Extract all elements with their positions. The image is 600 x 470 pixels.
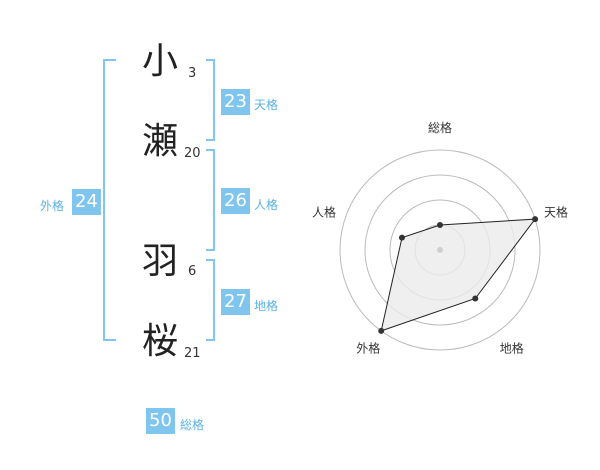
stroke-count-2: 20 <box>184 146 201 161</box>
radar-area <box>380 218 537 332</box>
radar-axis-label: 地格 <box>500 341 524 356</box>
chikaku-label: 地格 <box>254 299 279 313</box>
soukaku-label: 総格 <box>180 418 205 432</box>
radar-point <box>437 222 443 228</box>
tenkaku-value: 23 <box>221 89 250 115</box>
gaikaku-label: 外格 <box>40 199 65 213</box>
radar-ring <box>364 174 516 326</box>
chikaku-bracket <box>206 259 215 341</box>
jinkaku-bracket <box>206 149 215 251</box>
name-char-2: 瀬 <box>142 121 179 162</box>
stroke-count-4: 21 <box>184 346 201 361</box>
soukaku-value: 50 <box>146 408 175 434</box>
radar-axis-label: 天格 <box>544 204 568 219</box>
name-char-1: 小 <box>142 41 179 82</box>
stroke-count-3: 6 <box>188 264 197 279</box>
name-char-3: 羽 <box>142 241 179 282</box>
stroke-count-1: 3 <box>188 66 197 81</box>
radar-point <box>398 234 405 241</box>
gaikaku-value: 24 <box>72 189 101 215</box>
radar-axis-label: 人格 <box>312 204 336 219</box>
radar-axis-label: 外格 <box>356 341 380 356</box>
radar-axis-label: 総格 <box>428 120 452 135</box>
gaikaku-bracket <box>103 59 116 341</box>
name-char-4: 桜 <box>142 321 179 362</box>
radar-points <box>378 216 539 334</box>
radar-point <box>378 327 385 334</box>
tenkaku-label: 天格 <box>254 98 279 112</box>
jinkaku-label: 人格 <box>254 198 279 212</box>
jinkaku-value: 26 <box>221 188 250 214</box>
radar-point <box>472 295 479 302</box>
tenkaku-bracket <box>206 59 215 141</box>
radar-ring <box>339 149 541 351</box>
radar-center-dot <box>437 247 443 253</box>
radar-point <box>532 216 539 223</box>
chikaku-value: 27 <box>221 289 250 315</box>
